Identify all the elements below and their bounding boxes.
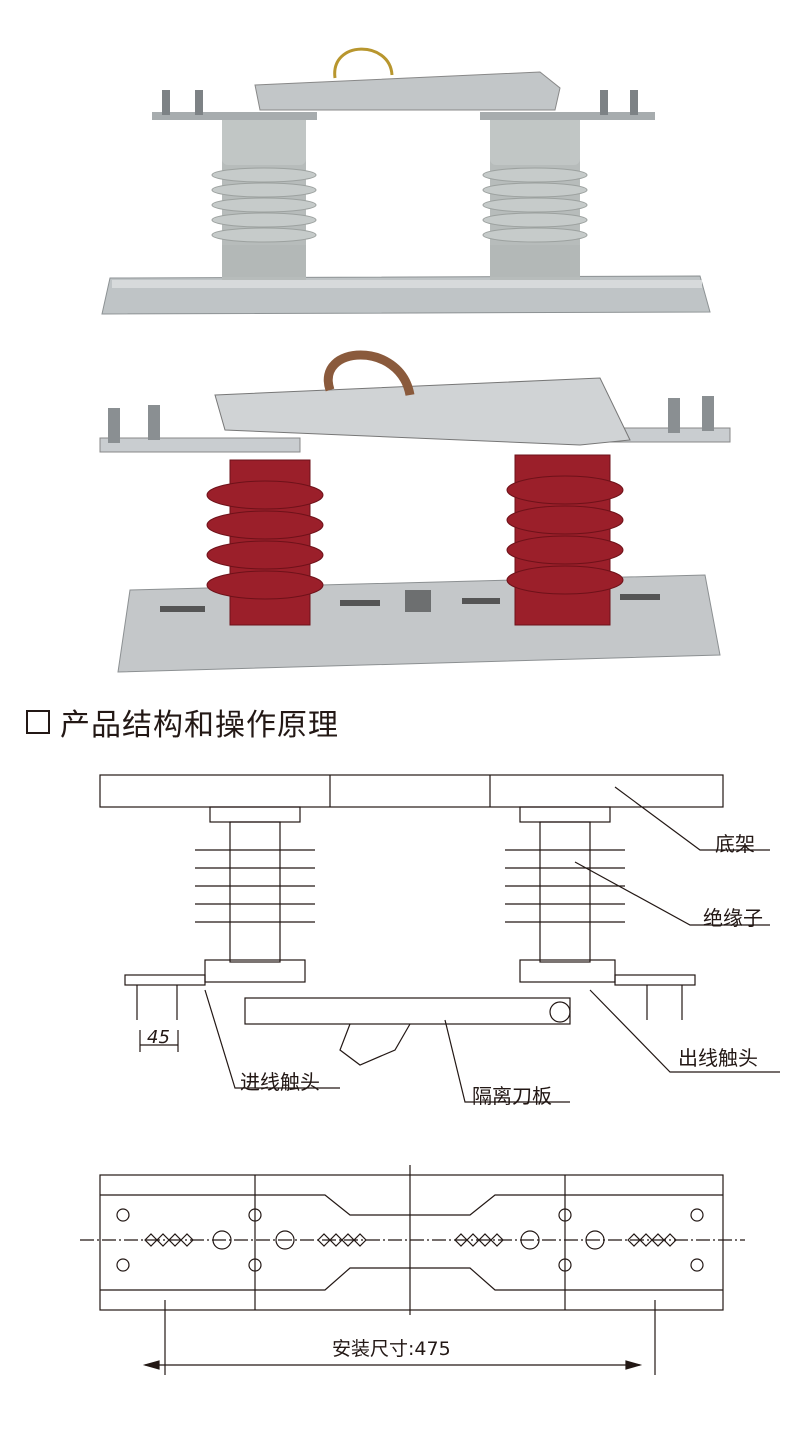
bolt-spacing-dimension: 45 [147, 1027, 170, 1048]
square-outline-icon [26, 710, 50, 734]
plan-view-drawing [80, 1165, 745, 1375]
label-incoming-contact: 进线触头 [240, 1070, 320, 1094]
section-heading: 产品结构和操作原理 [26, 700, 339, 744]
label-outgoing-contact: 出线触头 [678, 1046, 758, 1070]
photo-gray-insulator-switch [101, 47, 711, 315]
section-title: 产品结构和操作原理 [60, 708, 339, 743]
label-isolating-blade: 隔离刀板 [472, 1084, 552, 1108]
mounting-dimension: 安装尺寸:475 [332, 1338, 451, 1360]
structure-diagram [99, 774, 780, 1103]
photo-red-insulator-switch [99, 350, 731, 673]
label-base-frame: 底架 [715, 832, 755, 856]
label-insulator: 绝缘子 [703, 906, 763, 930]
